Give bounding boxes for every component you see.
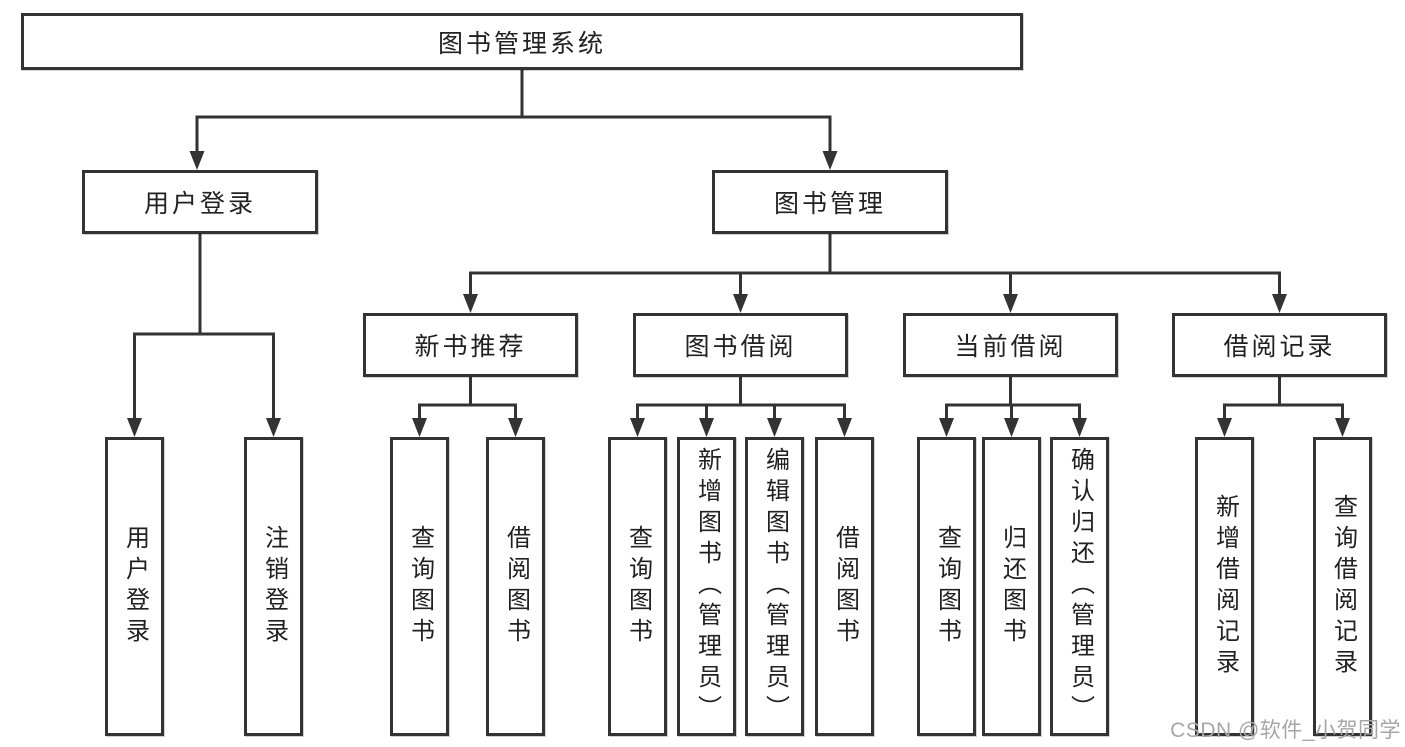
leaf-label: 新增图书（管理员） — [693, 447, 721, 726]
leaf-return-books: 归还图书 — [982, 437, 1041, 736]
leaf-label: 借阅图书 — [831, 524, 859, 649]
leaf-label: 归还图书 — [998, 524, 1026, 649]
node-label: 图书管理系统 — [437, 29, 606, 58]
leaf-label: 查询图书 — [406, 524, 434, 649]
leaf-user-login: 用户登录 — [105, 437, 164, 736]
leaf-label: 查询图书 — [624, 524, 652, 649]
leaf-label: 查询借阅记录 — [1329, 493, 1357, 680]
node-book-borrowing: 图书借阅 — [633, 313, 848, 377]
leaf-label: 查询图书 — [933, 524, 961, 649]
leaf-query-books-recommend: 查询图书 — [390, 437, 449, 736]
node-new-book-recommendation: 新书推荐 — [363, 313, 578, 377]
node-borrowing-records: 借阅记录 — [1172, 313, 1387, 377]
leaf-label: 新增借阅记录 — [1211, 493, 1239, 680]
leaf-label: 确认归还（管理员） — [1066, 447, 1094, 726]
leaf-add-books-admin: 新增图书（管理员） — [677, 437, 736, 736]
node-label: 用户登录 — [143, 190, 256, 218]
node-current-borrowing: 当前借阅 — [903, 313, 1118, 377]
leaf-label: 编辑图书（管理员） — [761, 447, 789, 726]
leaf-label: 用户登录 — [121, 524, 149, 649]
node-label: 借阅记录 — [1223, 333, 1336, 361]
watermark-csdn: CSDN @软件_小贺同学 — [1170, 719, 1401, 742]
leaf-label: 注销登录 — [260, 524, 288, 649]
leaf-add-borrow-record: 新增借阅记录 — [1195, 437, 1254, 736]
node-library-management-system: 图书管理系统 — [21, 13, 1023, 70]
node-label: 图书管理 — [773, 190, 886, 218]
leaf-borrow-books: 借阅图书 — [815, 437, 874, 736]
leaf-query-books-current: 查询图书 — [917, 437, 976, 736]
node-user-login: 用户登录 — [82, 170, 318, 234]
leaf-edit-books-admin: 编辑图书（管理员） — [745, 437, 804, 736]
node-label: 新书推荐 — [414, 333, 527, 361]
leaf-borrow-books-recommend: 借阅图书 — [486, 437, 545, 736]
leaf-label: 借阅图书 — [502, 524, 530, 649]
node-book-management: 图书管理 — [712, 170, 948, 234]
leaf-confirm-return-admin: 确认归还（管理员） — [1050, 437, 1109, 736]
node-label: 当前借阅 — [954, 333, 1067, 361]
leaf-query-books-borrow: 查询图书 — [608, 437, 667, 736]
node-label: 图书借阅 — [684, 333, 797, 361]
leaf-logout: 注销登录 — [244, 437, 303, 736]
leaf-query-borrow-record: 查询借阅记录 — [1313, 437, 1372, 736]
